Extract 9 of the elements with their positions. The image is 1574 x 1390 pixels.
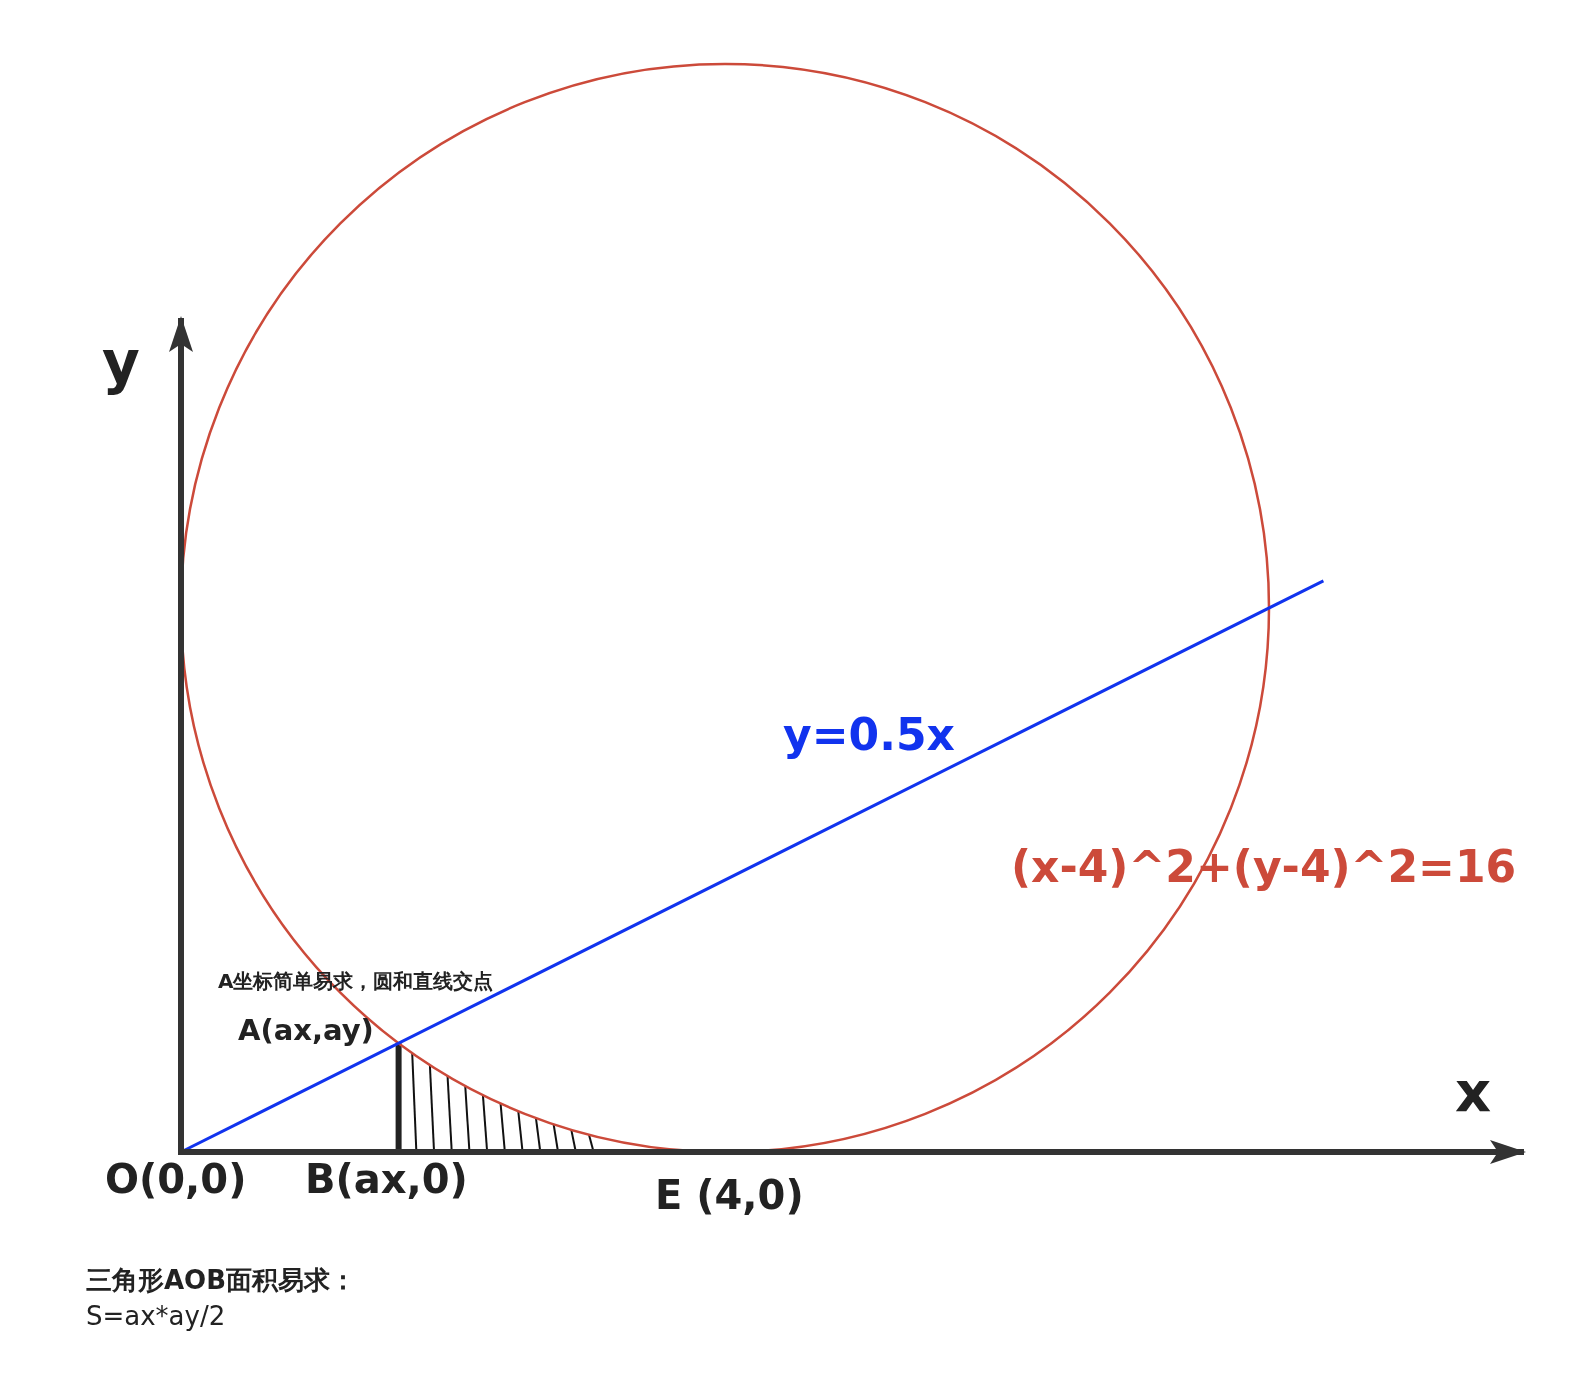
annotation-note: 三角形AOB面积易求： bbox=[86, 1266, 357, 1296]
formula-text: S=ax*ay/2 bbox=[86, 1302, 226, 1332]
point-label: A(ax,ay) bbox=[238, 1014, 374, 1048]
point-label: B(ax,0) bbox=[305, 1156, 468, 1202]
point-label: E (4,0) bbox=[655, 1172, 804, 1218]
axis-label: x bbox=[1455, 1060, 1492, 1125]
equation-label: y=0.5x bbox=[783, 710, 955, 761]
axis-label: y bbox=[102, 330, 140, 397]
point-label: O(0,0) bbox=[105, 1156, 247, 1202]
